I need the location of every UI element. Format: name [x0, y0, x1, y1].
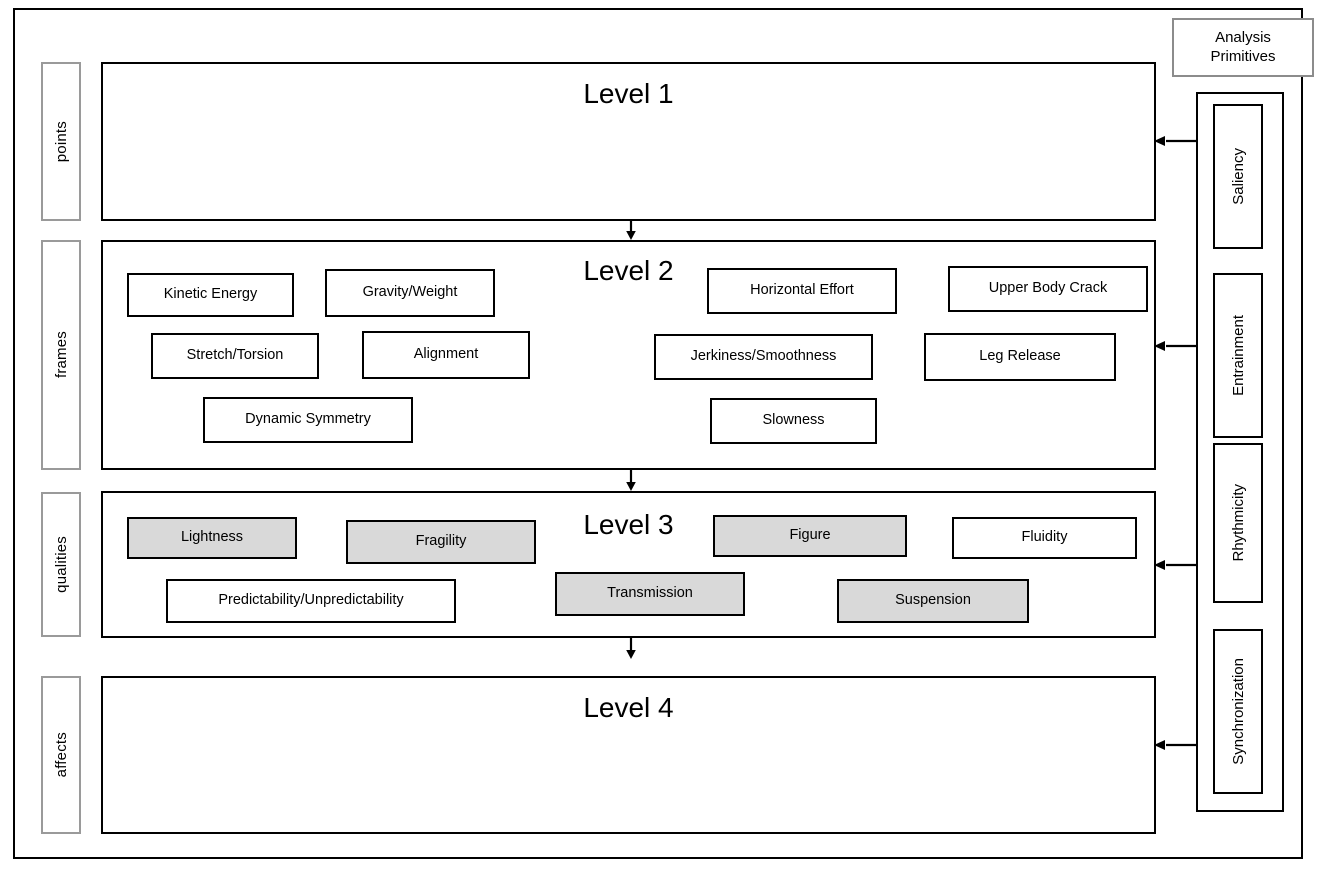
concept-figure[interactable]: Figure	[713, 515, 907, 557]
primitive-entrainment[interactable]: Entrainment	[1213, 273, 1263, 438]
down-arrow-level1-to-level2	[626, 221, 636, 240]
primitive-entrainment-label: Entrainment	[1229, 315, 1247, 396]
concept-leg-release[interactable]: Leg Release	[924, 333, 1116, 381]
side-label-points-text: points	[52, 120, 70, 163]
concept-upper-body-crack[interactable]: Upper Body Crack	[948, 266, 1148, 312]
side-label-affects-text: affects	[52, 732, 70, 778]
level-3-panel: Level 3 Lightness Fragility Figure Fluid…	[101, 491, 1156, 638]
concept-slowness[interactable]: Slowness	[710, 398, 877, 444]
left-arrow-rhythmicity-to-level3	[1154, 560, 1198, 570]
level-2-panel: Level 2 Kinetic Energy Gravity/Weight Ho…	[101, 240, 1156, 470]
primitive-saliency-label: Saliency	[1229, 148, 1247, 205]
level-1-title: Level 1	[583, 78, 674, 109]
concept-fragility[interactable]: Fragility	[346, 520, 536, 564]
outer-frame	[13, 8, 1303, 859]
concept-lightness[interactable]: Lightness	[127, 517, 297, 559]
concept-suspension[interactable]: Suspension	[837, 579, 1029, 623]
concept-predictability-unpredictability[interactable]: Predictability/Unpredictability	[166, 579, 456, 623]
concept-kinetic-energy[interactable]: Kinetic Energy	[127, 273, 294, 317]
side-label-points: points	[41, 62, 81, 221]
level-2-title: Level 2	[583, 255, 674, 286]
primitive-rhythmicity[interactable]: Rhythmicity	[1213, 443, 1263, 603]
concept-alignment[interactable]: Alignment	[362, 331, 530, 379]
primitive-synchronization[interactable]: Synchronization	[1213, 629, 1263, 794]
left-arrow-entrainment-to-level2	[1154, 341, 1198, 351]
left-arrow-synchronization-to-level4	[1154, 740, 1198, 750]
concept-stretch-torsion[interactable]: Stretch/Torsion	[151, 333, 319, 379]
concept-gravity-weight[interactable]: Gravity/Weight	[325, 269, 495, 317]
concept-transmission[interactable]: Transmission	[555, 572, 745, 616]
level-1-panel: Level 1	[101, 62, 1156, 221]
analysis-primitives-line1: Analysis	[1215, 28, 1271, 46]
side-label-qualities: qualities	[41, 492, 81, 637]
side-label-affects: affects	[41, 676, 81, 834]
concept-horizontal-effort[interactable]: Horizontal Effort	[707, 268, 897, 314]
side-label-frames: frames	[41, 240, 81, 470]
primitive-synchronization-label: Synchronization	[1229, 658, 1247, 765]
down-arrow-level2-to-level3	[626, 470, 636, 491]
level-4-panel: Level 4	[101, 676, 1156, 834]
primitive-saliency[interactable]: Saliency	[1213, 104, 1263, 249]
analysis-primitives-line2: Primitives	[1210, 47, 1276, 65]
level-4-title: Level 4	[583, 692, 674, 723]
concept-fluidity[interactable]: Fluidity	[952, 517, 1137, 559]
analysis-primitives-title-box: Analysis Primitives	[1172, 18, 1314, 77]
side-label-frames-text: frames	[52, 331, 70, 379]
left-arrow-saliency-to-level1	[1154, 136, 1198, 146]
concept-dynamic-symmetry[interactable]: Dynamic Symmetry	[203, 397, 413, 443]
concept-jerkiness-smoothness[interactable]: Jerkiness/Smoothness	[654, 334, 873, 380]
down-arrow-level3-to-level4	[626, 638, 636, 659]
level-3-title: Level 3	[583, 509, 674, 540]
primitive-rhythmicity-label: Rhythmicity	[1229, 484, 1247, 562]
side-label-qualities-text: qualities	[52, 536, 70, 593]
